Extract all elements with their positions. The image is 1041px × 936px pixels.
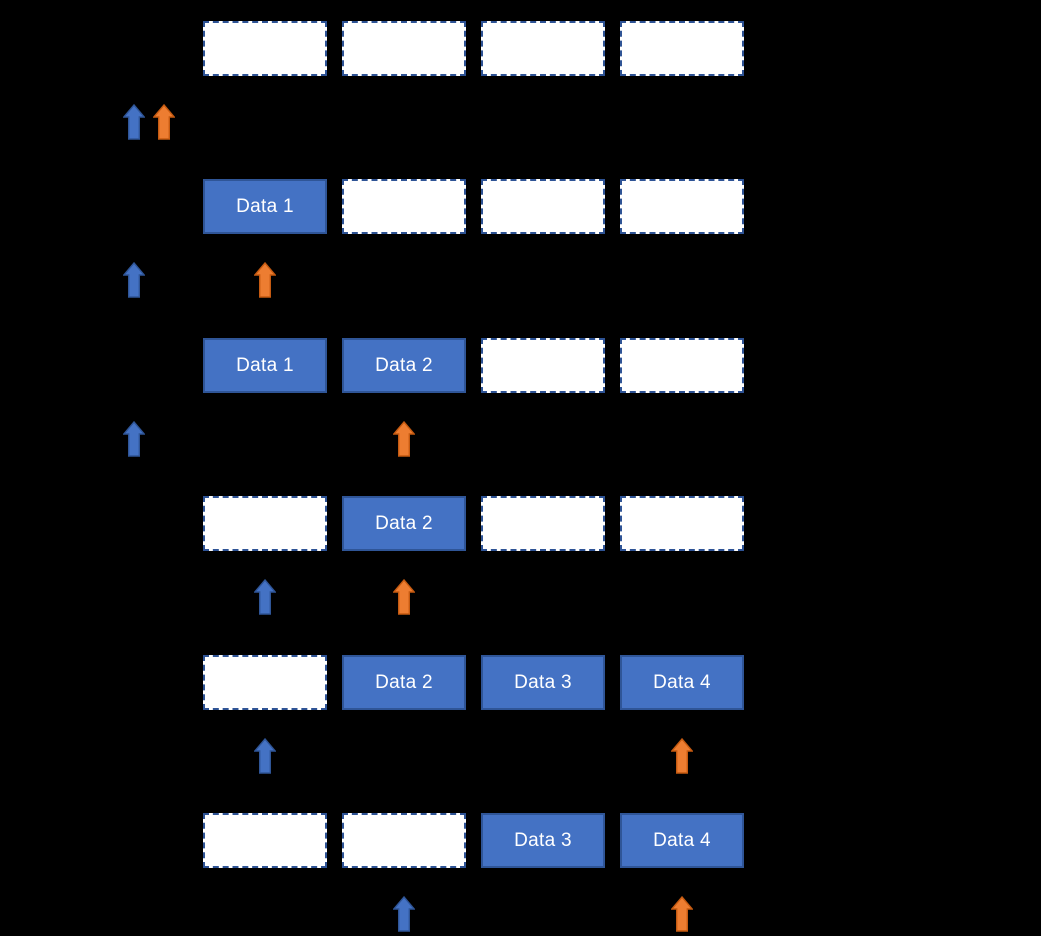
- buffer-slot-empty: [620, 21, 744, 76]
- buffer-slot-filled: Data 2: [342, 496, 466, 551]
- buffer-slot-filled: Data 1: [203, 179, 327, 234]
- slot-label: Data 3: [514, 829, 572, 851]
- slot-label: Data 2: [375, 354, 433, 376]
- blue-read-pointer-arrow-icon: [123, 262, 145, 298]
- buffer-slot-filled: Data 1: [203, 338, 327, 393]
- blue-read-pointer-arrow-icon: [123, 421, 145, 457]
- slot-label: Data 2: [375, 512, 433, 534]
- blue-read-pointer-arrow-icon: [393, 896, 415, 932]
- orange-write-pointer-arrow-icon: [671, 896, 693, 932]
- buffer-slot-empty: [342, 813, 466, 868]
- buffer-slot-filled: Data 3: [481, 655, 605, 710]
- buffer-slot-empty: [203, 21, 327, 76]
- slot-label: Data 1: [236, 354, 294, 376]
- buffer-slot-empty: [342, 21, 466, 76]
- blue-read-pointer-arrow-icon: [123, 104, 145, 140]
- buffer-slot-filled: Data 4: [620, 813, 744, 868]
- buffer-slot-empty: [203, 813, 327, 868]
- buffer-slot-empty: [620, 179, 744, 234]
- buffer-slot-empty: [481, 21, 605, 76]
- orange-write-pointer-arrow-icon: [393, 579, 415, 615]
- buffer-slot-filled: Data 4: [620, 655, 744, 710]
- slot-label: Data 1: [236, 195, 294, 217]
- slot-label: Data 4: [653, 671, 711, 693]
- buffer-slot-empty: [481, 179, 605, 234]
- buffer-slot-empty: [203, 655, 327, 710]
- blue-read-pointer-arrow-icon: [254, 738, 276, 774]
- orange-write-pointer-arrow-icon: [671, 738, 693, 774]
- buffer-slot-empty: [203, 496, 327, 551]
- blue-read-pointer-arrow-icon: [254, 579, 276, 615]
- buffer-slot-filled: Data 2: [342, 338, 466, 393]
- buffer-slot-empty: [620, 496, 744, 551]
- buffer-slot-filled: Data 2: [342, 655, 466, 710]
- orange-write-pointer-arrow-icon: [254, 262, 276, 298]
- slot-label: Data 3: [514, 671, 572, 693]
- slot-label: Data 2: [375, 671, 433, 693]
- orange-write-pointer-arrow-icon: [153, 104, 175, 140]
- buffer-slot-empty: [481, 338, 605, 393]
- buffer-slot-empty: [620, 338, 744, 393]
- buffer-slot-empty: [481, 496, 605, 551]
- orange-write-pointer-arrow-icon: [393, 421, 415, 457]
- buffer-slot-filled: Data 3: [481, 813, 605, 868]
- buffer-slot-empty: [342, 179, 466, 234]
- slot-label: Data 4: [653, 829, 711, 851]
